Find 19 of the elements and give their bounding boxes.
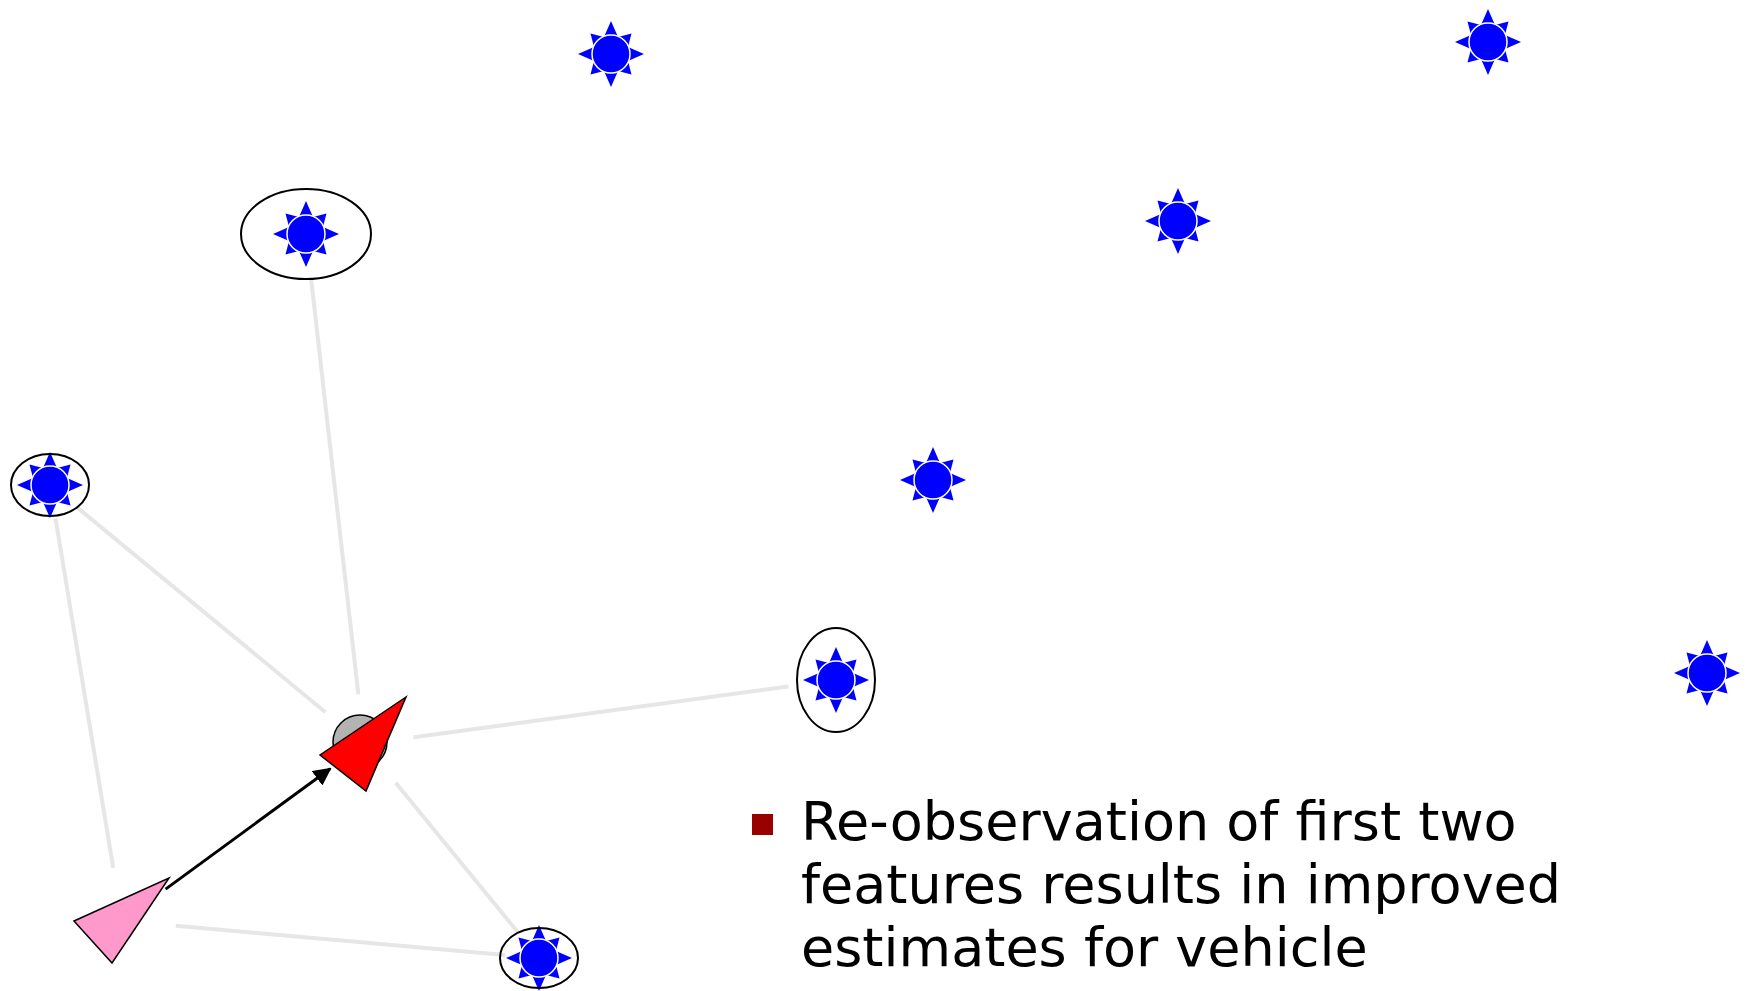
connector-line: [74, 505, 327, 714]
landmark-star: [900, 447, 966, 513]
landmark-with-ellipse: [239, 187, 373, 281]
arrow: [164, 767, 332, 891]
bullet-text: Re-observation of first two features results in improved estimates for vehicle: [801, 790, 1563, 979]
connector-line: [394, 781, 520, 933]
landmark-with-ellipse: [795, 626, 877, 734]
landmark-star: [578, 21, 644, 87]
landmark-with-ellipse: [498, 926, 580, 990]
landmark-star: [1145, 188, 1211, 254]
connector-line: [53, 518, 116, 869]
landmark-star: [1674, 640, 1740, 706]
previous-pose-triangle: [72, 876, 172, 966]
landmark-with-ellipse: [9, 452, 91, 518]
connector-line: [175, 923, 506, 957]
connector-line: [309, 279, 361, 695]
vehicle-triangle: [318, 693, 410, 795]
connector-line: [413, 684, 789, 740]
landmark-star: [1455, 9, 1521, 75]
